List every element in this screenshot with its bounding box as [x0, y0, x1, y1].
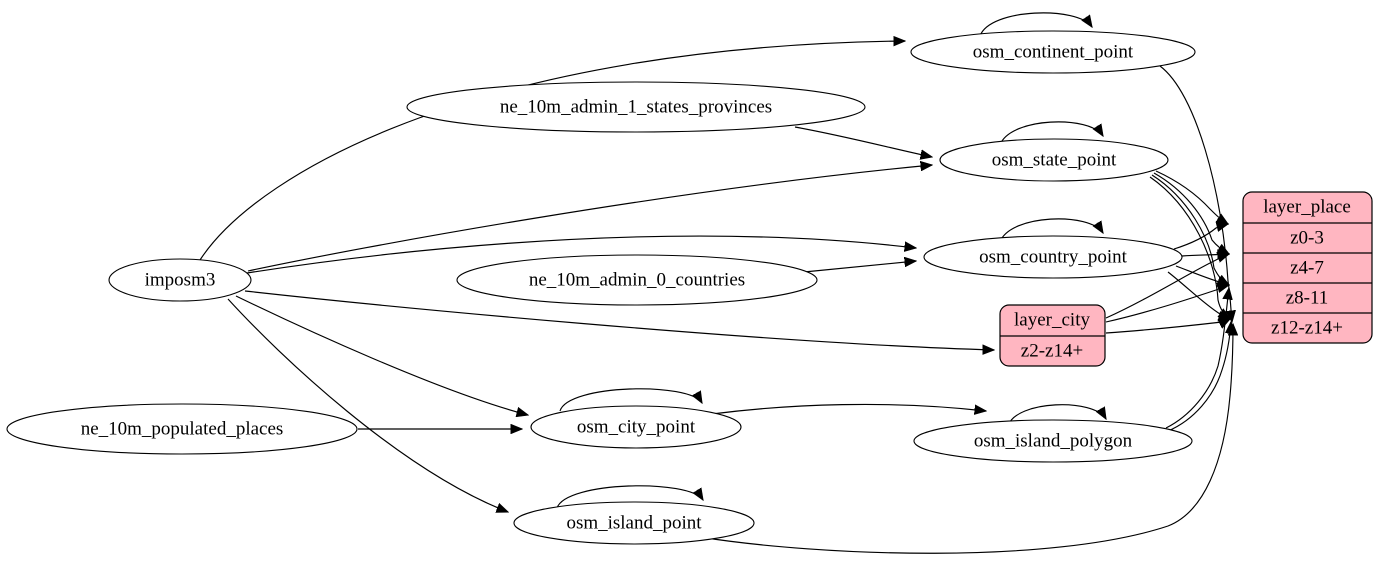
node-ne_10m_populated_places[interactable]: ne_10m_populated_places: [6, 403, 358, 455]
node-osm_city_point[interactable]: osm_city_point: [530, 405, 742, 449]
edge-imposm3-to-osm_island_point: [227, 298, 508, 512]
node-label-imposm3: imposm3: [145, 269, 216, 290]
record-row-layer_place-z8-11[interactable]: z8-11: [1286, 287, 1329, 308]
node-ne_10m_admin_1_states_provinces[interactable]: ne_10m_admin_1_states_provinces: [406, 81, 866, 133]
node-label-osm_island_point: osm_island_point: [566, 512, 702, 533]
edge-imposm3-to-osm_continent_point: [199, 41, 905, 261]
record-row-layer_place-z0-3[interactable]: z0-3: [1290, 227, 1324, 248]
record-row-layer_place-z4-7[interactable]: z4-7: [1290, 257, 1324, 278]
edge-self-loop-osm_state_point: [999, 121, 1103, 146]
record-row-layer_place-title: layer_place: [1263, 196, 1351, 217]
edge-osm_city_point-to-osm_island_polygon: [711, 403, 986, 414]
node-imposm3[interactable]: imposm3: [108, 258, 252, 302]
edges-layer: [199, 12, 1233, 554]
node-osm_island_point[interactable]: osm_island_point: [513, 501, 755, 545]
edge-layer_city-to-layer_place_z12: [1105, 319, 1230, 334]
edge-osm_state_point-to-layer_place_z0_3: [1155, 170, 1228, 224]
record-row-layer_city-z2-z14[interactable]: z2-z14+: [1021, 340, 1083, 361]
node-ne_10m_admin_0_countries[interactable]: ne_10m_admin_0_countries: [456, 254, 818, 306]
edge-imposm3-to-osm_country_point: [246, 235, 916, 274]
node-label-ne_10m_populated_places: ne_10m_populated_places: [81, 418, 284, 439]
edge-osm_country_point-to-layer_place_z12: [1167, 271, 1230, 319]
node-osm_island_polygon[interactable]: osm_island_polygon: [913, 419, 1193, 463]
edge-self-loop-osm_city_point: [559, 388, 702, 412]
edge-layer_city-to-layer_place_z8_11: [1105, 285, 1229, 323]
edge-imposm3-to-osm_city_point: [235, 295, 528, 415]
edge-ne_10m_admin_0_countries-to-osm_country_point: [803, 261, 916, 273]
node-label-osm_country_point: osm_country_point: [979, 246, 1127, 267]
edge-osm_island_point-to-layer_place_z12: [699, 324, 1233, 554]
node-label-osm_island_polygon: osm_island_polygon: [974, 430, 1133, 451]
node-label-ne_10m_admin_1_states_provinces: ne_10m_admin_1_states_provinces: [500, 96, 772, 117]
edge-layer_city-to-layer_place_z4_7: [1105, 254, 1229, 319]
record-row-layer_city-title: layer_city: [1014, 309, 1090, 330]
node-layer_city[interactable]: layer_city z2-z14+: [999, 304, 1106, 367]
node-label-ne_10m_admin_0_countries: ne_10m_admin_0_countries: [529, 269, 745, 290]
edge-osm_country_point-to-layer_place_z0_3: [1173, 224, 1228, 250]
record-row-layer_place-z12-z14[interactable]: z12-z14+: [1271, 317, 1343, 338]
edge-self-loop-osm_island_polygon: [1007, 404, 1106, 427]
node-label-osm_city_point: osm_city_point: [577, 416, 696, 437]
edge-self-loop-osm_country_point: [999, 218, 1103, 243]
edge-osm_island_polygon-to-layer_place_z8_11: [1165, 288, 1229, 429]
node-label-osm_state_point: osm_state_point: [992, 149, 1117, 170]
edge-self-loop-osm_island_point: [556, 485, 703, 509]
edge-osm_island_polygon-to-layer_place_z12: [1167, 322, 1231, 432]
nodes-layer: imposm3 ne_10m_populated_places ne_10m_a…: [6, 30, 1373, 545]
edge-osm_country_point-to-layer_place_z8_11: [1175, 265, 1229, 285]
node-osm_continent_point[interactable]: osm_continent_point: [910, 30, 1196, 74]
node-layer_place[interactable]: layer_place z0-3 z4-7 z8-11 z12-z14+: [1242, 191, 1373, 344]
edge-imposm3-to-layer_city: [244, 290, 994, 350]
node-label-osm_continent_point: osm_continent_point: [973, 41, 1134, 62]
node-osm_country_point[interactable]: osm_country_point: [923, 235, 1183, 279]
node-osm_state_point[interactable]: osm_state_point: [939, 138, 1169, 182]
edge-self-loop-osm_continent_point: [979, 12, 1092, 37]
edge-ne_10m_admin_1_states_provinces-to-osm_state_point: [794, 126, 932, 157]
edge-osm_country_point-to-layer_place_z4_7: [1181, 254, 1229, 256]
edge-imposm3-to-osm_state_point: [247, 165, 932, 272]
